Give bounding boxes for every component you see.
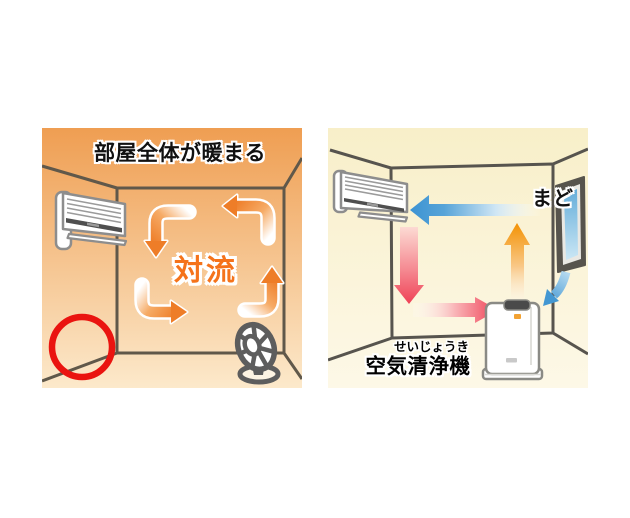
- purifier-furigana: せいじょうき: [393, 340, 469, 354]
- convection-label: 対流: [173, 255, 238, 287]
- panel-title: 部屋全体が暖まる: [94, 142, 266, 165]
- convection-arrow-icons: [134, 193, 285, 325]
- fan-icon: [234, 321, 281, 385]
- heating-room-panel: 部屋全体が暖まる 対流: [42, 128, 302, 388]
- convection-arrow-up-icon: [237, 265, 285, 318]
- warm-air-down-arrow-icon: [394, 227, 424, 304]
- purifier-indicator-light: [514, 314, 521, 319]
- convection-arrow-down-icon: [143, 204, 197, 259]
- room-perspective-lines: [328, 147, 588, 362]
- purifier-room-panel: まど せいじょうき 空気清浄機: [328, 128, 588, 388]
- purifier-caption: せいじょうき 空気清浄機: [365, 340, 471, 379]
- purifier-label: 空気清浄機: [365, 355, 471, 378]
- air-purifier-icon: [481, 299, 544, 381]
- air-conditioner-icon: [332, 169, 409, 223]
- convection-arrow-right-icon: [134, 277, 189, 325]
- convection-arrow-left-icon: [221, 193, 276, 246]
- room-perspective-lines: [42, 157, 302, 383]
- heating-room-illustration: [42, 128, 302, 388]
- airflow-arrow-icons: [394, 195, 571, 323]
- window-icon: [555, 176, 586, 273]
- window-label: まど: [532, 188, 574, 210]
- cool-air-left-arrow-icon: [410, 195, 540, 225]
- clean-air-up-arrow-icon: [504, 223, 530, 310]
- air-conditioner-icon: [54, 190, 128, 251]
- window-intake-arrow-icon: [543, 270, 571, 306]
- highlight-circle: [48, 313, 116, 381]
- purifier-room-illustration: [328, 128, 588, 388]
- warm-air-right-arrow-icon: [413, 297, 498, 323]
